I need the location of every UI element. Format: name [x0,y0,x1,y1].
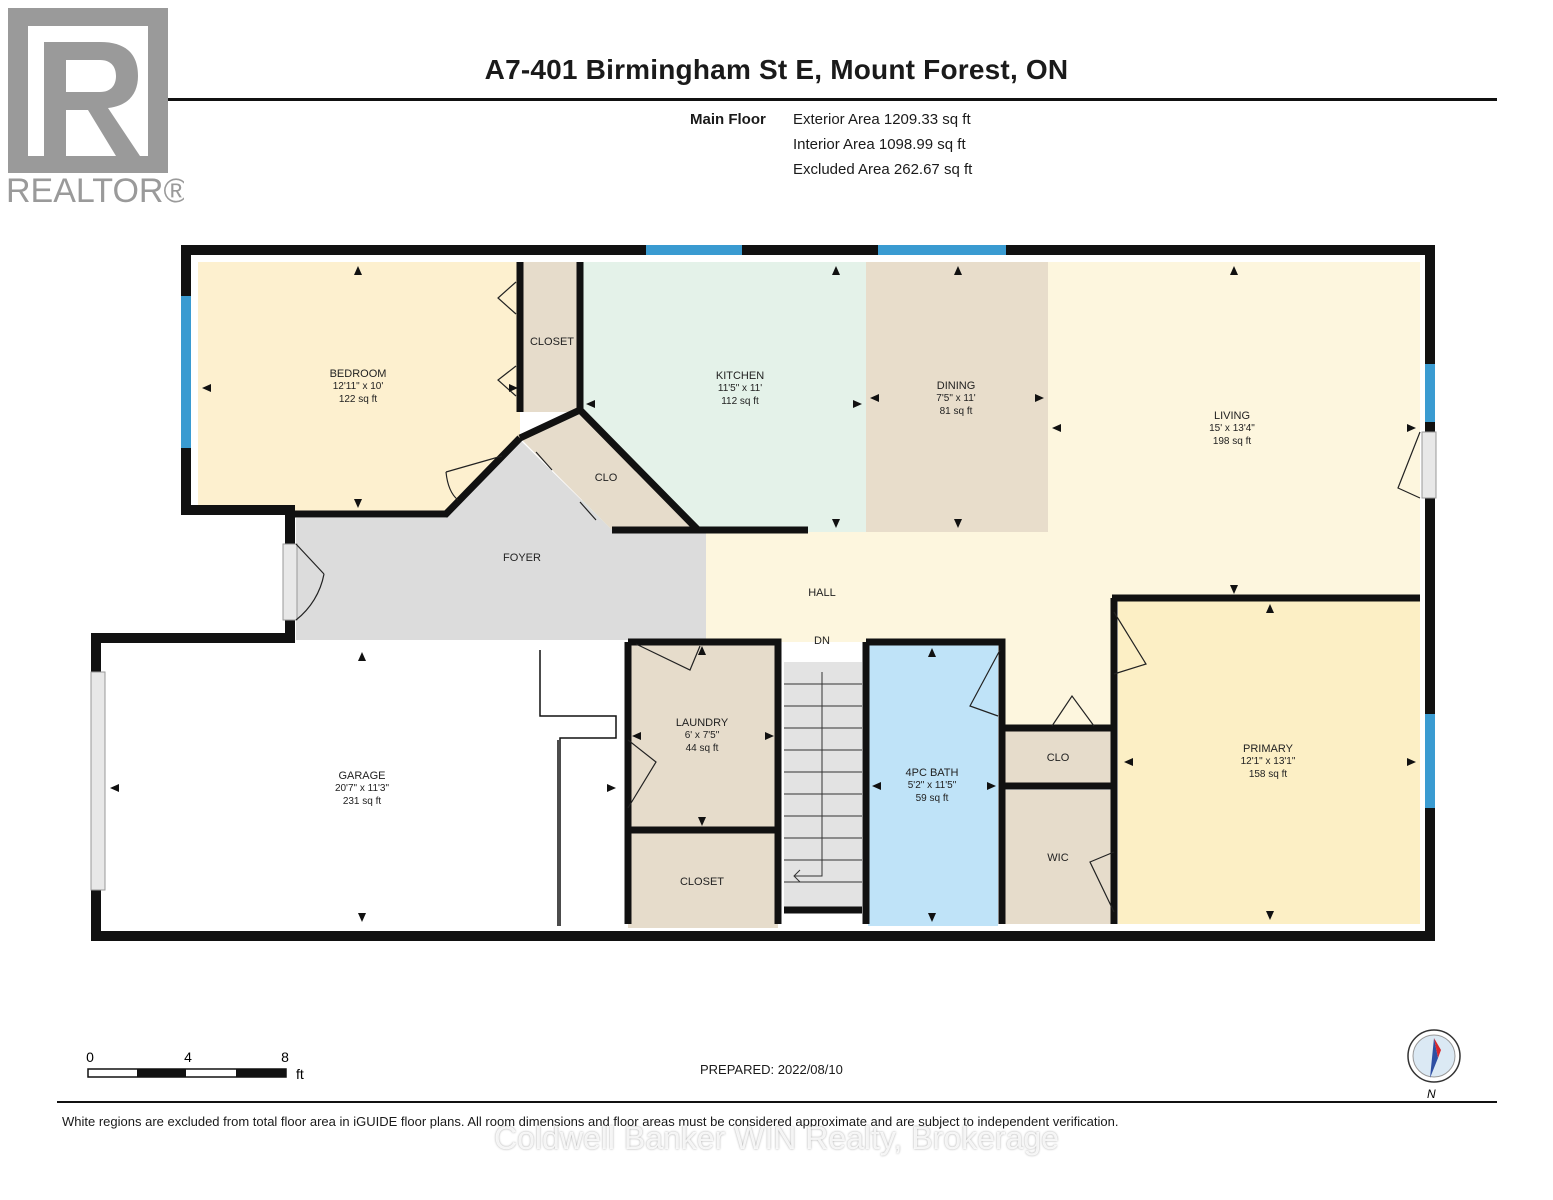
clo-foyer-label: CLO [595,472,618,484]
footer-divider [57,1101,1497,1103]
kitchen-sqft: 112 sq ft [721,396,759,407]
garage-sqft: 231 sq ft [343,796,382,807]
windows [181,245,1435,808]
primary-dims: 12'1" x 13'1" [1241,756,1296,767]
prepared-date: PREPARED: 2022/08/10 [700,1062,843,1077]
garage-label: GARAGE [338,770,385,782]
laundry-label: LAUNDRY [676,717,729,729]
stairs-down-label: DN [814,635,830,647]
bath-sqft: 59 sq ft [916,793,949,804]
scale-bar: 0 4 8 ft [86,1049,304,1082]
primary-sqft: 158 sq ft [1249,769,1288,780]
primary-area [1118,600,1420,924]
foyer-area [296,440,706,640]
closet-top-area [520,262,582,412]
bedroom-area [198,262,520,514]
bedroom-sqft: 122 sq ft [339,394,378,405]
excluded-area: Excluded Area 262.67 sq ft [793,161,973,178]
closet-top-label: CLOSET [530,336,574,348]
bath-dims: 5'2" x 11'5" [908,780,957,791]
title-divider [57,98,1497,101]
exterior-wall [91,245,1435,941]
kitchen-dims: 11'5" x 11' [718,383,762,394]
laundry-area [628,642,778,828]
laundry-walls [624,638,782,924]
floor-plan: BEDROOM 12'11" x 10' 122 sq ft CLOSET KI… [90,245,1437,941]
wic-label: WIC [1047,852,1068,864]
stairs [784,672,862,883]
closet-bottom-label: CLOSET [680,876,724,888]
exterior-area: Exterior Area 1209.33 sq ft [793,111,971,128]
garage-step [539,650,617,926]
door-openings [90,431,1437,891]
scale-tick-0: 0 [86,1049,94,1065]
realtor-logo-text: REALTOR® [6,172,184,210]
clo-primary-area [1004,730,1114,784]
laundry-sqft: 44 sq ft [686,743,719,754]
kitchen-label: KITCHEN [716,370,764,382]
living-hall-area [706,262,1420,730]
living-label: LIVING [1214,410,1250,422]
wic-area [1004,790,1114,924]
scale-tick-8: 8 [281,1049,289,1065]
bath-label: 4PC BATH [906,767,959,779]
scale-tick-4: 4 [184,1049,192,1065]
scale-unit: ft [296,1066,304,1082]
dining-area [866,262,1048,532]
clo-foyer-area [520,410,698,530]
primary-walls [1110,594,1420,924]
disclaimer-text: White regions are excluded from total fl… [62,1114,1119,1129]
stairs-area [784,662,862,912]
bedroom-south-wall [290,435,523,518]
clo-primary-label: CLO [1047,752,1070,764]
dining-dims: 7'5" x 11' [936,393,976,404]
bath-walls [862,638,1006,924]
hall-label: HALL [808,587,836,599]
bath-area [868,644,998,926]
floor-label: Main Floor [690,111,766,128]
bedroom-label: BEDROOM [330,368,387,380]
laundry-dims: 6' x 7'5" [685,730,720,741]
doors [295,281,1421,913]
page-title: A7-401 Birmingham St E, Mount Forest, ON [484,54,1069,85]
dimension-arrows [110,266,1416,922]
clo-walls [518,405,808,534]
bedroom-dims: 12'11" x 10' [333,381,384,392]
realtor-logo: REALTOR® [6,8,184,210]
closet-bottom-area [628,830,778,928]
primary-label: PRIMARY [1243,743,1294,755]
north-compass-icon: N [1407,1029,1461,1100]
brokerage-watermark: Coldwell Banker WIN Realty, Brokerage [494,1120,1059,1156]
foyer-label: FOYER [503,552,541,564]
garage-dims: 20'7" x 11'3" [335,783,390,794]
living-dims: 15' x 13'4" [1209,423,1255,434]
dining-label: DINING [937,380,976,392]
clo-wic-walls [1002,724,1114,790]
interior-area: Interior Area 1098.99 sq ft [793,136,966,153]
living-sqft: 198 sq ft [1213,436,1252,447]
compass-north-label: N [1427,1087,1436,1100]
dining-sqft: 81 sq ft [940,406,973,417]
